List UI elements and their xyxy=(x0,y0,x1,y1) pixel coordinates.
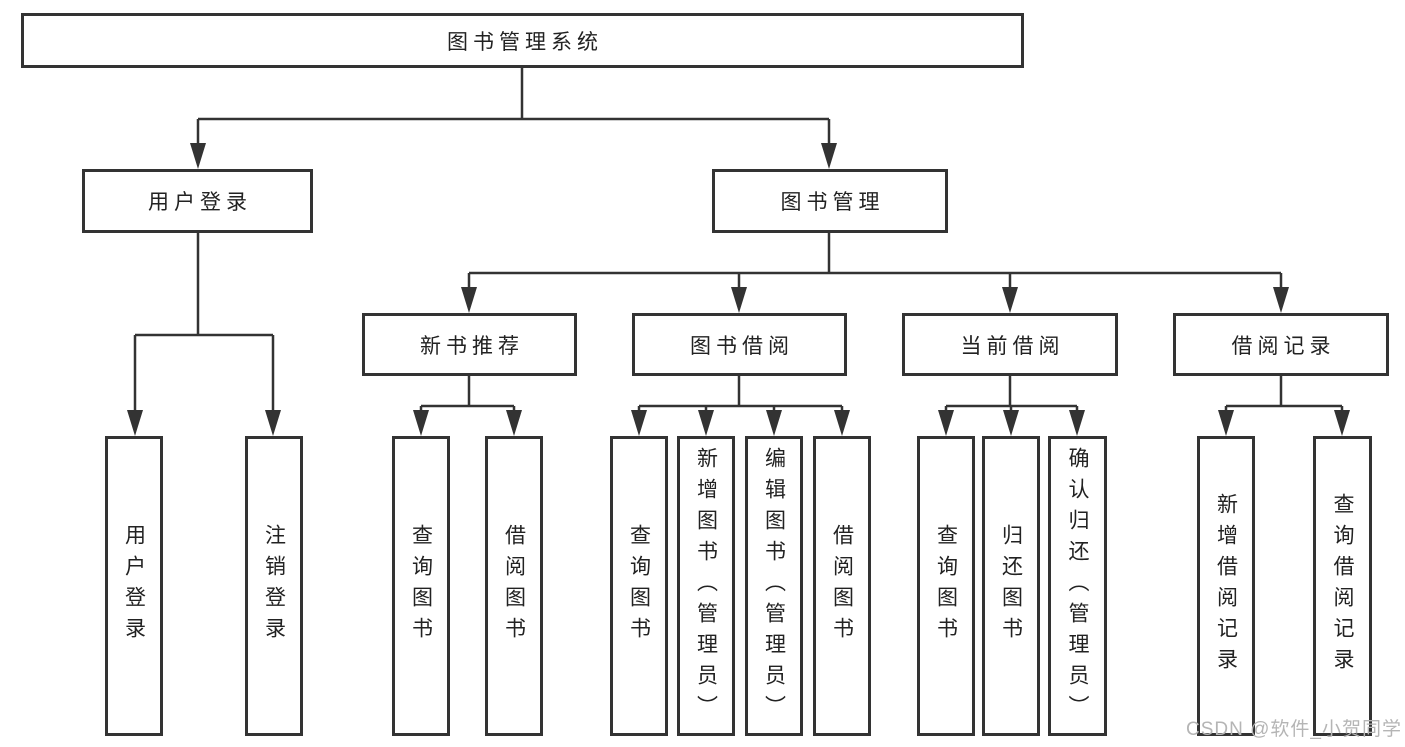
node-search-books-borrowing: 查询图书 xyxy=(610,436,668,736)
watermark-text: CSDN @软件_小贺同学 xyxy=(1186,719,1402,740)
node-return-books: 归还图书 xyxy=(982,436,1040,736)
node-add-books-admin: 新增图书（管理员） xyxy=(677,436,735,736)
node-add-borrow-record: 新增借阅记录 xyxy=(1197,436,1255,736)
node-user-login: 用户登录 xyxy=(82,169,313,233)
node-search-books-current: 查询图书 xyxy=(917,436,975,736)
node-borrow-books-recommend: 借阅图书 xyxy=(485,436,543,736)
node-search-borrow-record: 查询借阅记录 xyxy=(1313,436,1372,736)
node-logout-action: 注销登录 xyxy=(245,436,303,736)
node-library-system: 图书管理系统 xyxy=(21,13,1024,68)
node-book-borrowing: 图书借阅 xyxy=(632,313,847,376)
arrowheads xyxy=(127,143,1350,436)
connector-path xyxy=(133,68,1344,413)
node-current-borrowing: 当前借阅 xyxy=(902,313,1118,376)
node-book-management: 图书管理 xyxy=(712,169,948,233)
node-search-books-recommend: 查询图书 xyxy=(392,436,450,736)
node-confirm-return-admin: 确认归还（管理员） xyxy=(1048,436,1107,736)
node-edit-books-admin: 编辑图书（管理员） xyxy=(745,436,803,736)
node-borrowing-records: 借阅记录 xyxy=(1173,313,1389,376)
node-user-login-action: 用户登录 xyxy=(105,436,163,736)
node-borrow-books-borrowing: 借阅图书 xyxy=(813,436,871,736)
node-new-book-recommendation: 新书推荐 xyxy=(362,313,577,376)
